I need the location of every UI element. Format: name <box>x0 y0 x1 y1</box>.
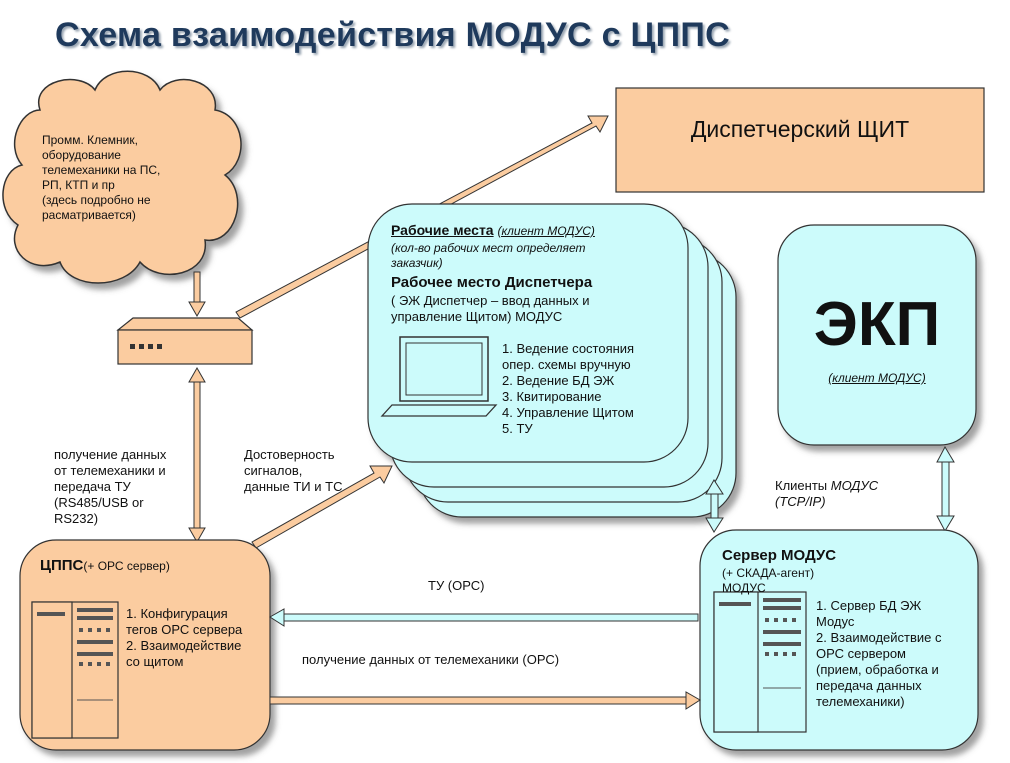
clients-modus-italic: МОДУС (TCP/IP) <box>775 478 879 509</box>
cpps-tasks: 1. Конфигурация тегов ОРС сервера 2. Вза… <box>126 606 243 669</box>
ekp-label: ЭКП <box>813 290 941 359</box>
tu-opc-label: ТУ (ОРС) <box>428 578 485 593</box>
dispatcher-workstation-desc: ( ЭЖ Диспетчер – ввод данных и управлени… <box>391 293 590 324</box>
arrow-cloud-to-modem <box>188 271 206 318</box>
server-heading: Сервер МОДУС <box>722 547 837 564</box>
ekp-box <box>777 224 977 446</box>
reliability-label: Достоверность сигналов, данные ТИ и ТС <box>244 447 343 494</box>
arrow-server-to-cpps <box>269 608 699 627</box>
dispatcher-workstation-heading: Рабочее место Диспетчера <box>391 274 593 291</box>
workstations-heading: Рабочие места <box>391 222 494 238</box>
cpps-heading-line: ЦППС(+ ОРС сервер) <box>40 557 170 575</box>
workstations-heading-line: Рабочие места (клиент МОДУС) <box>391 222 595 239</box>
data-opc-label: получение данных от телемеханики (ОРС) <box>302 652 560 667</box>
page-title: Схема взаимодействия МОДУС с ЦППС <box>55 16 730 54</box>
workstations-heading-note: (клиент МОДУС) <box>497 224 595 238</box>
arrow-workstation-server <box>705 479 724 533</box>
clients-label: Клиенты <box>775 478 828 493</box>
arrow-ekp-server <box>936 445 955 533</box>
server-sub: (+ СКАДА-агент) МОДУС <box>722 566 815 595</box>
ekp-note: (клиент МОДУС) <box>828 371 926 385</box>
dispatcher-board-box <box>615 87 985 193</box>
arrow-cpps-to-server <box>269 691 701 710</box>
workstation-stack <box>367 203 737 518</box>
cpps-heading-note: (+ ОРС сервер) <box>83 559 170 573</box>
server-rack-icon <box>713 591 807 733</box>
cloud-shape <box>2 70 242 284</box>
workstations-count-note: (кол-во рабочих мест определяет заказчик… <box>391 241 586 270</box>
telemechanics-data-label: получение данных от телемеханики и перед… <box>54 447 167 526</box>
clients-modus-label: Клиенты МОДУС (TCP/IP) <box>775 478 878 510</box>
cloud-text: Промм. Клемник, оборудование телемеханик… <box>42 133 161 222</box>
server-tasks: 1. Сервер БД ЭЖ Модус 2. Взаимодействие … <box>816 598 942 709</box>
workstation-tasks: 1. Ведение состояния опер. схемы вручную… <box>502 341 635 436</box>
arrow-cpps-to-workstations <box>251 465 393 549</box>
arrow-modem-cpps <box>188 366 206 544</box>
dispatcher-board-label: Диспетчерский ЩИТ <box>690 116 910 142</box>
cpps-rack-icon <box>31 601 119 739</box>
cpps-heading: ЦППС <box>40 557 84 574</box>
modem-device <box>116 317 254 365</box>
laptop-icon <box>380 336 498 417</box>
